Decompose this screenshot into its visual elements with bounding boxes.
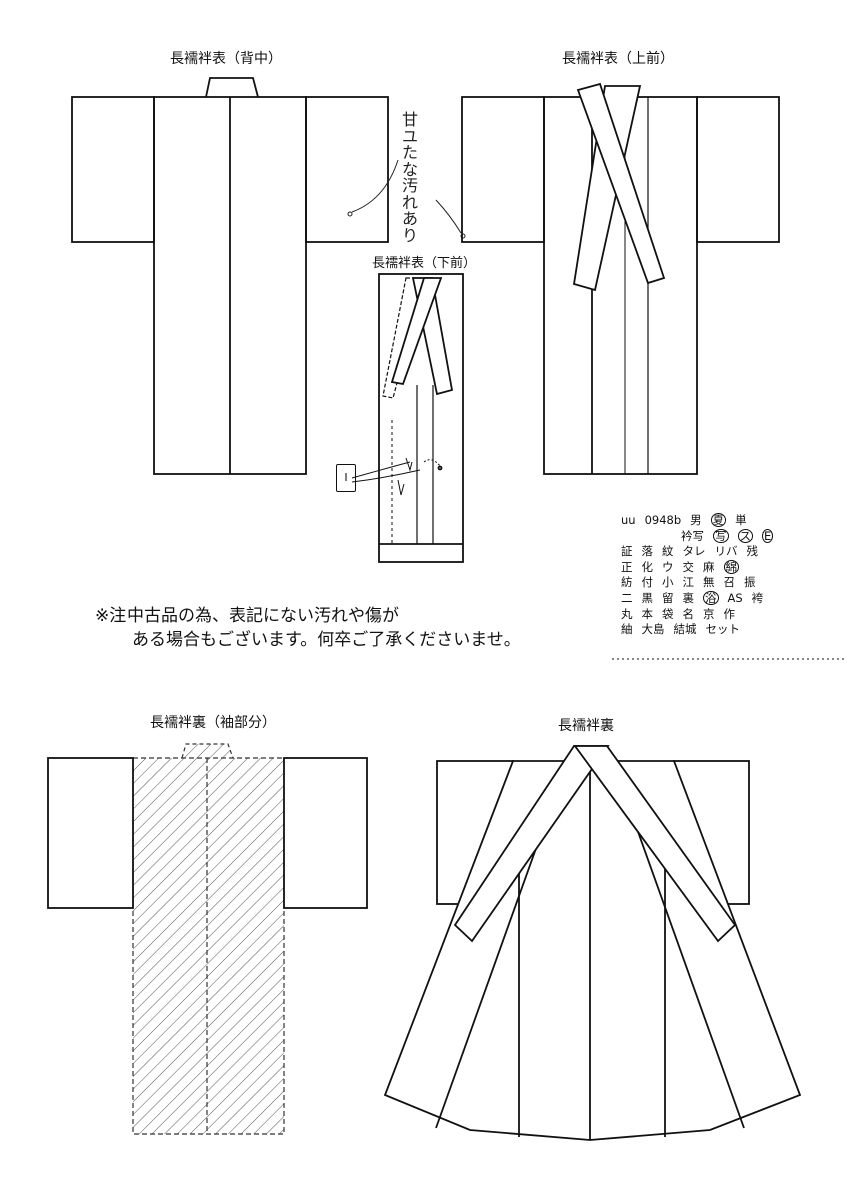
- note-text-1: 中古品の為、表記にない汚れや傷が: [127, 606, 399, 626]
- label-lower-front-view: 長襦袢表（下前）: [372, 256, 477, 271]
- code-cell: 二: [621, 590, 633, 605]
- code-cell: 小: [662, 575, 674, 590]
- code-cell: タレ: [682, 544, 706, 559]
- code-cell: 写: [713, 528, 729, 543]
- code-cell: 袴: [751, 590, 764, 605]
- handwritten-stain-note: 甘ユたな汚れあり: [401, 110, 418, 245]
- code-cell: 綿: [723, 559, 739, 574]
- note-text-2: ある場合もございます。何卒ご了承くださいませ。: [132, 630, 521, 650]
- disclaimer-line-1: ※注中古品の為、表記にない汚れや傷が: [95, 604, 521, 628]
- reference-mark-box: I: [336, 464, 356, 492]
- lower-front-view-drawing: [351, 273, 464, 563]
- label-lining-sleeve-view: 長襦袢裏（袖部分）: [150, 715, 276, 731]
- code-cell: 麻: [703, 559, 715, 574]
- code-cell: 紬: [621, 622, 633, 637]
- code-cell: 単: [735, 513, 747, 527]
- code-cell: 男: [690, 513, 702, 527]
- code-cell: 黒: [641, 590, 654, 605]
- code-cell: 浴: [703, 590, 719, 605]
- code-cell: 江: [682, 575, 695, 590]
- code-cell: uu: [621, 513, 636, 527]
- code-cell: 証: [621, 544, 633, 559]
- lining-view-drawing: [383, 745, 802, 1141]
- code-row: 丸本袋名京作: [621, 607, 782, 623]
- code-cell: 名: [682, 606, 695, 621]
- code-cell: ス: [737, 528, 753, 543]
- code-row: 正化ウ交麻綿: [621, 559, 782, 576]
- code-row: 紡付小江無召振: [621, 575, 782, 591]
- code-cell: 作: [723, 606, 736, 621]
- code-cell: 衿写: [681, 528, 704, 543]
- code-cell: 丸: [621, 606, 633, 621]
- label-back-view: 長襦袢表（背中）: [170, 51, 282, 67]
- code-cell: 化: [641, 559, 654, 574]
- code-cell: 振: [744, 575, 756, 590]
- label-upper-front-view: 長襦袢表（上前）: [562, 51, 674, 67]
- code-cell: 無: [703, 575, 715, 590]
- lining-sleeve-view-drawing: [47, 743, 368, 1135]
- code-cell: 残: [746, 544, 759, 559]
- code-cell: AS: [727, 590, 743, 605]
- code-cell: 大島: [641, 622, 665, 637]
- code-row: 紬大島結城セット: [621, 622, 782, 638]
- code-cell: 召: [723, 575, 736, 590]
- code-cell: 留: [662, 590, 674, 605]
- code-cell: 袋: [662, 606, 674, 621]
- code-cell: 裏: [682, 590, 695, 605]
- code-cell: 紋: [662, 544, 674, 559]
- code-cell: ウ: [662, 559, 674, 574]
- code-cell: 正: [621, 559, 633, 574]
- code-cell: 落: [641, 544, 654, 559]
- code-cell: 0948b: [644, 513, 682, 527]
- code-cell: 京: [703, 606, 715, 621]
- code-row: uu 0948b 男夏単: [621, 513, 782, 529]
- label-lining-view: 長襦袢裏: [558, 718, 614, 734]
- note-heading: ※注: [95, 606, 127, 626]
- code-cell: セット: [705, 622, 741, 637]
- code-row: 証落紋タレリバ残: [621, 544, 782, 560]
- disclaimer-note: ※注中古品の為、表記にない汚れや傷が ある場合もございます。何卒ご了承くださいま…: [95, 604, 521, 652]
- back-view-drawing: [71, 77, 389, 475]
- code-cell: リバ: [714, 544, 738, 559]
- code-cell: E: [762, 528, 774, 543]
- code-cell: 夏: [710, 513, 727, 527]
- code-cell: 紡: [621, 575, 633, 590]
- code-row: 二黒留裏浴 AS 袴: [621, 590, 782, 607]
- code-cell: 結城: [673, 622, 697, 637]
- stain-leader-lines: [347, 159, 466, 239]
- upper-front-view-drawing: [461, 82, 780, 475]
- code-cell: 付: [641, 575, 654, 590]
- code-cell: 交: [682, 559, 695, 574]
- code-cell: 本: [641, 606, 654, 621]
